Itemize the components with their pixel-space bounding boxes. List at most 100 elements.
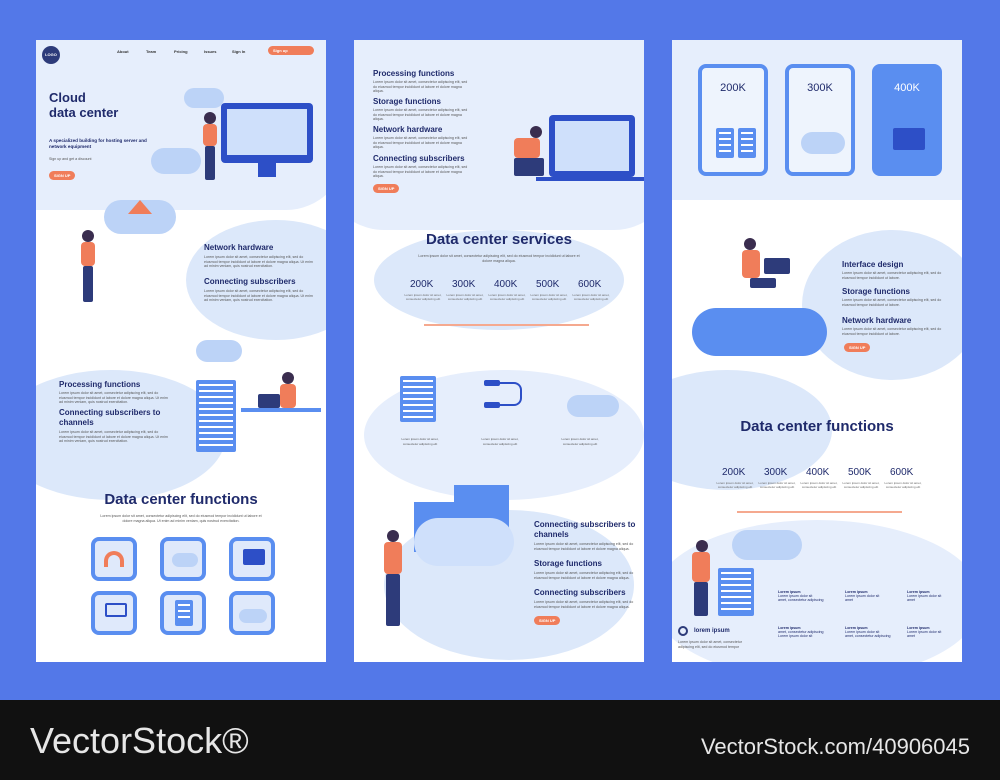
feature-tile-monitor[interactable] [229,537,275,581]
feature-text: Lorem ipsum dolor sit amet, consectetur … [373,80,468,93]
footer-link[interactable]: Lorem ipsum dolor sit [845,594,880,599]
feature-heading: Connecting subscribers to channels [534,520,636,539]
monitor-stand [258,163,276,177]
functions-title: Data center functions [104,491,258,508]
section-text: Lorem ipsum dolor sit amet, consectetur … [59,430,168,443]
footer-link[interactable]: amet [907,634,915,639]
cloud-icon [732,530,802,560]
section-heading: Network hardware [204,243,274,252]
watermark-bar [0,700,1000,780]
brand-icon [678,626,688,636]
logo[interactable]: LOGO [42,46,60,64]
nav-signup-button[interactable]: Sign up [268,46,314,55]
footer-column: Lorem ipsum Lorem ipsum dolor sit amet [845,590,893,603]
footer-link[interactable]: Lorem ipsum dolor sit [907,594,942,599]
feature-heading: Connecting subscribers [534,588,626,597]
price-card[interactable]: 300K [785,64,855,176]
nav-team[interactable]: Team [146,49,157,54]
bg-blob [374,230,624,330]
stat-text: Lorem ipsum dolor sit amet, consectetur … [800,481,838,489]
feature-text: Lorem ipsum dolor sit amet, consectetur … [534,542,634,551]
price-value: 200K [720,82,746,94]
nav-sign-in[interactable]: Sign In [232,49,246,54]
footer-link[interactable]: Lorem ipsum dolor sit [845,630,880,635]
nav-about[interactable]: About [117,49,129,54]
icon-caption: Lorem ipsum dolor sit amet, consectetur … [561,437,599,446]
person-illustration [387,530,399,542]
cloud-wifi-icon [239,609,267,623]
footer-link[interactable]: Lorem ipsum dolor sit [778,594,813,599]
watermark-logo: VectorStock® [30,720,249,761]
feature-text: Lorem ipsum dolor sit amet, consectetur … [373,108,468,121]
laptop-icon [764,258,790,274]
person-legs [514,158,544,176]
footer-column-title: Lorem ipsum [845,626,868,630]
feature-heading: Interface design [842,260,904,269]
person-body [280,384,296,408]
functions-title: Data center functions [740,418,894,435]
hero-small-text: Sign up and get a discount [49,157,92,161]
footer-column: Lorem ipsum Lorem ipsum dolor sit amet [907,590,955,603]
person-body [81,242,95,266]
footer-link[interactable]: Lorem ipsum dolor sit [907,630,942,635]
footer-link[interactable]: amet [907,598,915,603]
footer-column-title: Lorem ipsum [778,626,801,630]
laptop-icon [258,394,280,408]
stat-value: 200K [722,467,746,478]
server-icon [400,376,436,422]
feature-tile-laptop[interactable] [91,591,137,635]
footer-column: Lorem ipsum Lorem ipsum dolor sit amet [907,626,955,639]
feature-heading: Storage functions [842,287,911,296]
section-text: Lorem ipsum dolor sit amet, consectetur … [59,391,168,404]
footer-link[interactable]: amet, consectetur adipiscing [845,634,891,639]
person-illustration [82,230,94,242]
stat-text: Lorem ipsum dolor sit amet, consectetur … [884,481,922,489]
upload-arrow-icon [128,200,152,214]
laptop-icon [105,603,127,617]
price-card[interactable]: 200K [698,64,768,176]
signup-button[interactable]: SIGN UP [534,616,561,625]
person-legs [386,574,400,626]
stat-value: 300K [764,467,788,478]
signup-button[interactable]: SIGN UP [373,184,400,193]
feature-tile-cloud-wifi[interactable] [229,591,275,635]
stat-text: Lorem ipsum dolor sit amet, consectetur … [716,481,754,489]
cloud-icon [801,132,845,154]
person-legs [83,266,93,302]
bg-blob [36,370,226,500]
server-icon [716,128,734,158]
feature-tile-server[interactable] [160,591,206,635]
monitor-icon [243,549,265,565]
person-body [742,250,760,278]
hero-signup-button[interactable]: SIGN UP [49,171,76,180]
footer-link[interactable]: amet, consectetur adipiscing [778,630,824,635]
icon-caption: Lorem ipsum dolor sit amet, consectetur … [401,437,439,446]
footer-link[interactable]: amet [845,598,853,603]
footer-column-title: Lorem ipsum [845,590,868,594]
cloud-icon [172,553,198,567]
section-text: Lorem ipsum dolor sit amet, consectetur … [204,255,313,268]
footer-link[interactable]: amet, consectetur adipiscing [778,598,824,603]
signup-button[interactable]: SIGN UP [844,343,871,352]
feature-tile-wifi[interactable] [91,537,137,581]
stat-text: Lorem ipsum dolor sit amet, consectetur … [842,481,880,489]
stat-value: 600K [890,467,914,478]
cloud-platform-illustration [692,308,827,356]
footer-brand: lorem ipsum [694,628,730,634]
footer-link[interactable]: Lorem ipsum dolor sit [778,634,813,639]
server-rack-icon [196,380,236,452]
server-icon [175,600,193,626]
network-cables-icon [484,380,524,416]
stat-value: 400K [806,467,830,478]
stat-value: 600K [578,279,602,290]
wifi-icon [104,551,124,567]
nav-issues[interactable]: Issues [204,49,217,54]
feature-tile-cloud[interactable] [160,537,206,581]
feature-text: Lorem ipsum dolor sit amet, consectetur … [842,271,942,280]
landing-panel-1: LOGO About Team Pricing Issues Sign In S… [36,40,326,662]
section-heading: Connecting subscribers to channels [59,408,161,427]
nav-pricing[interactable]: Pricing [174,49,188,54]
feature-heading: Processing functions [373,69,455,78]
footer-column-title: Lorem ipsum [907,590,930,594]
price-card-featured[interactable]: 400K [872,64,942,176]
